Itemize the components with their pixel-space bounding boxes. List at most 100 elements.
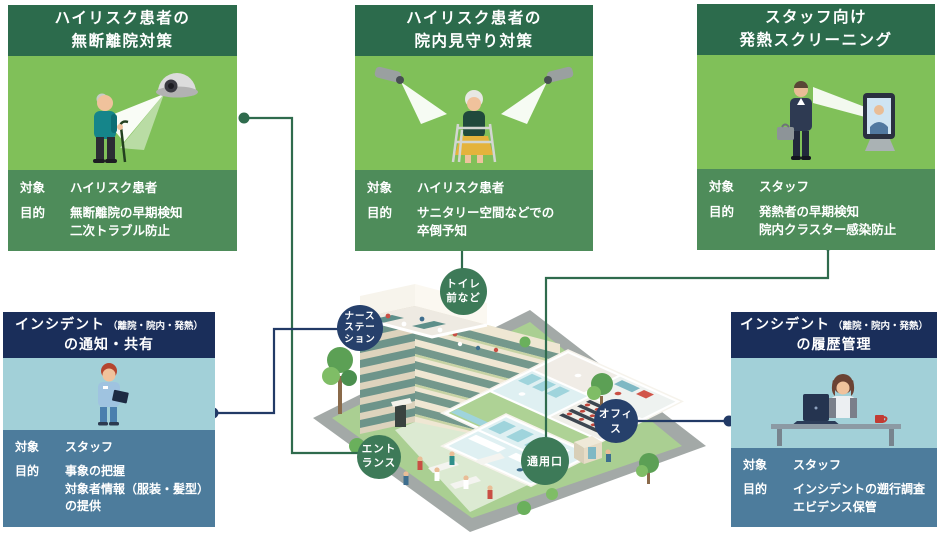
target-label: 対象 [367, 181, 393, 195]
purpose-value: サニタリー空間などでの 卒倒予知 [417, 204, 554, 240]
purpose-line: 二次トラブル防止 [70, 224, 171, 239]
purpose-row: 目的 サニタリー空間などでの 卒倒予知 [367, 204, 583, 240]
title-line: の履歴管理 [796, 336, 872, 352]
target-label: 対象 [15, 440, 40, 454]
watching-illustration-svg [374, 66, 574, 163]
purpose-value: インシデントの遡行調査 エビデンス保管 [793, 481, 925, 516]
title-line: スタッフ向け [764, 9, 867, 27]
camera-beam [401, 82, 447, 124]
illustration-fever [697, 55, 935, 169]
card-info: 対象 スタッフ 目的 インシデントの遡行調査 エビデンス保管 [731, 448, 937, 528]
purpose-value: 事象の把握 対象者情報（服装・髪型） の提供 [65, 463, 210, 515]
purpose-line: 院内クラスター感染防止 [759, 223, 897, 238]
title-line: 無断離院対策 [71, 32, 174, 50]
fever-illustration-svg [777, 81, 895, 160]
card-incident-history: インシデント （離院・院内・発熱） の履歴管理 [731, 312, 937, 528]
card-title: インシデント （離院・院内・発熱） の通知・共有 [3, 312, 215, 358]
target-row: 対象 スタッフ [709, 178, 925, 196]
title-line: 発熱スクリーニング [739, 31, 893, 49]
purpose-line: エビデンス保管 [793, 499, 877, 514]
elderly-man-figure [93, 93, 129, 163]
purpose-line: 発熱者の早期検知 [759, 205, 860, 220]
map-label-entrance: エント ランス [357, 435, 401, 479]
purpose-value: 発熱者の早期検知 院内クラスター感染防止 [759, 203, 896, 239]
tower-entrance-door [395, 405, 406, 427]
map-label-text: オフィス [598, 408, 634, 435]
businessman-figure [777, 81, 812, 160]
target-value: スタッフ [65, 440, 114, 454]
title-line: インシデント （離院・院内・発熱） [740, 315, 928, 335]
purpose-line: 事象の把握 [65, 464, 126, 479]
target-row: 対象 スタッフ [15, 439, 205, 456]
purpose-line: 対象者情報（服装・髪型） [65, 481, 210, 496]
illustration-history [731, 358, 937, 448]
bullet-camera-icon [374, 66, 404, 84]
title-main: インシデント [739, 316, 830, 333]
dome-camera-icon [156, 73, 198, 98]
history-illustration-svg [771, 374, 901, 446]
card-inhospital-watching: ハイリスク患者の 院内見守り対策 [355, 5, 593, 252]
title-line: ハイリスク患者の [406, 10, 542, 28]
card-title: インシデント （離院・院内・発熱） の履歴管理 [731, 312, 937, 358]
card-title: ハイリスク患者の 無断離院対策 [8, 5, 237, 56]
purpose-row: 目的 インシデントの遡行調査 エビデンス保管 [743, 481, 927, 516]
map-label-text: 前など [446, 291, 481, 304]
card-escape-prevention: ハイリスク患者の 無断離院対策 [8, 5, 237, 252]
map-label-text: トイレ [446, 277, 481, 290]
hospital-building-illustration [313, 284, 706, 532]
coffee-cup-icon [875, 415, 884, 423]
title-sub: （離院・院内・発熱） [832, 321, 928, 333]
card-info: 対象 スタッフ 目的 発熱者の早期検知 院内クラスター感染防止 [697, 169, 935, 251]
map-label-text: ステー [344, 322, 376, 334]
purpose-row: 目的 発熱者の早期検知 院内クラスター感染防止 [709, 203, 925, 239]
map-label-nurse-station: ナース ステー ション [337, 305, 383, 351]
target-row: 対象 ハイリスク患者 [367, 179, 583, 197]
illustration-escape [8, 56, 237, 170]
camera-beam [104, 94, 164, 150]
illustration-notify [3, 358, 215, 430]
purpose-value: 無断離院の早期検知 二次トラブル防止 [70, 204, 183, 240]
map-label-service-door: 通用口 [521, 437, 569, 485]
purpose-row: 目的 無断離院の早期検知 二次トラブル防止 [20, 204, 227, 240]
card-title: スタッフ向け 発熱スクリーニング [697, 4, 935, 55]
purpose-row: 目的 事象の把握 対象者情報（服装・髪型） の提供 [15, 463, 210, 515]
purpose-line: 卒倒予知 [417, 224, 468, 239]
title-line: インシデント （離院・院内・発熱） [15, 315, 203, 335]
card-fever-screening: スタッフ向け 発熱スクリーニング [697, 4, 935, 251]
map-label-text: ランス [361, 457, 397, 469]
purpose-label: 目的 [20, 206, 46, 221]
map-label-text: ション [344, 333, 376, 345]
screen-beam [813, 87, 865, 117]
map-label-toilet-area: トイレ 前など [440, 268, 487, 315]
title-line: の通知・共有 [64, 336, 154, 352]
rooftop-garden [457, 336, 531, 353]
escape-illustration-svg [93, 73, 198, 163]
elderly-woman-figure [451, 90, 497, 163]
purpose-line: の提供 [65, 499, 102, 514]
purpose-line: インシデントの遡行調査 [793, 482, 926, 497]
target-row: 対象 ハイリスク患者 [20, 179, 227, 197]
title-main: インシデント [14, 316, 105, 333]
target-value: ハイリスク患者 [417, 181, 505, 195]
target-value: スタッフ [759, 180, 810, 194]
target-value: ハイリスク患者 [70, 181, 158, 195]
screening-tablet-kiosk [863, 93, 895, 151]
card-info: 対象 ハイリスク患者 目的 サニタリー空間などでの 卒倒予知 [355, 170, 593, 252]
target-label: 対象 [20, 181, 46, 195]
target-label: 対象 [743, 458, 768, 472]
connector-dot [238, 112, 250, 124]
walker-frame [451, 123, 497, 163]
camera-beam [501, 82, 547, 124]
target-label: 対象 [709, 180, 735, 194]
purpose-line: 無断離院の早期検知 [70, 206, 183, 221]
map-label-text: エント [361, 443, 397, 456]
purpose-line: サニタリー空間などでの [417, 206, 555, 221]
map-label-text: 通用口 [527, 456, 563, 468]
card-info: 対象 スタッフ 目的 事象の把握 対象者情報（服装・髪型） の提供 [3, 430, 215, 527]
card-title: ハイリスク患者の 院内見守り対策 [355, 5, 593, 56]
woman-at-laptop-figure [771, 374, 901, 446]
card-incident-notify: インシデント （離院・院内・発熱） の通知・共有 [3, 312, 215, 527]
nurse-figure [98, 363, 129, 426]
illustration-watching [355, 56, 593, 170]
